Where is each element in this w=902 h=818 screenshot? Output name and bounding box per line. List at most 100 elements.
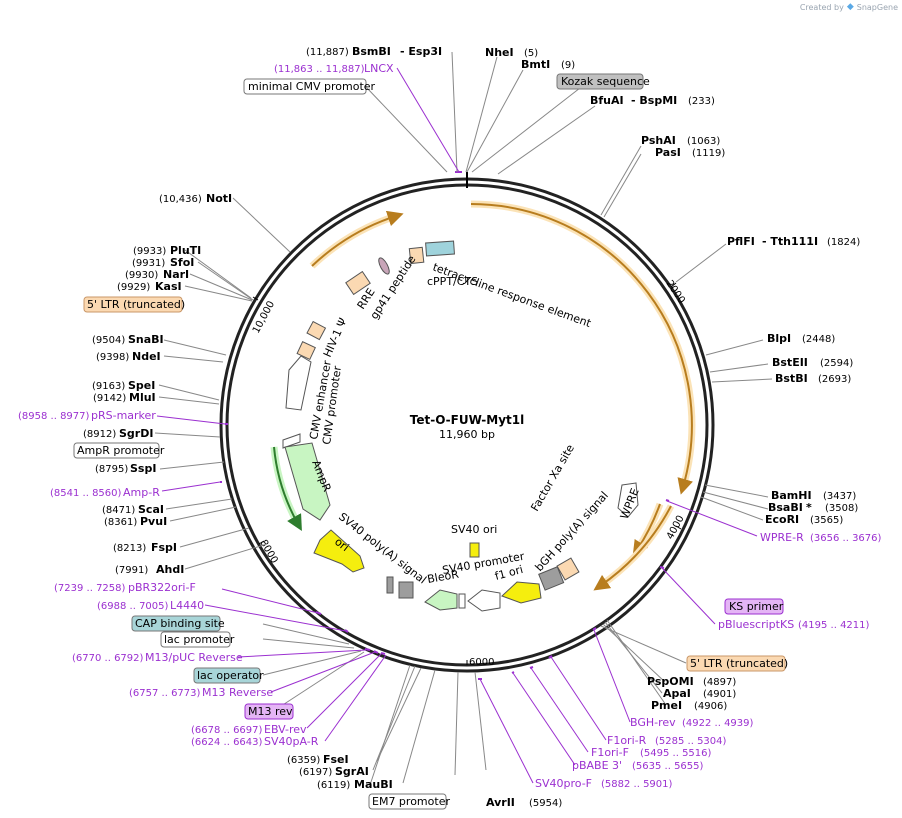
- primer-callouts: [156, 67, 758, 784]
- enzyme-position: (2448): [802, 334, 835, 345]
- enzyme-position: (233): [688, 96, 715, 107]
- enzyme-name: BlpI: [767, 332, 791, 345]
- primer-name: M13 Reverse: [202, 686, 273, 699]
- feature-box-label: minimal CMV promoter: [248, 80, 376, 93]
- primer-name: pBR322ori-F: [128, 581, 196, 594]
- primer-range: (6678 .. 6697): [191, 725, 263, 736]
- enzyme-position: (8795): [95, 464, 128, 475]
- tick-label: 10,000: [251, 299, 277, 335]
- cppt-block: [408, 246, 425, 265]
- primer-name: pRS-marker: [91, 409, 156, 422]
- enzyme-name: BsmBI: [352, 45, 391, 58]
- enzyme-position: (8213): [113, 543, 146, 554]
- enzyme-position: (6359): [287, 755, 320, 766]
- sv40-polya-block-2: [398, 581, 414, 599]
- enzyme-name: PflFI: [727, 235, 755, 248]
- feature-label: gp41 peptide: [368, 253, 419, 322]
- ori-arrow: [313, 529, 365, 573]
- plasmid-size: 11,960 bp: [439, 428, 495, 441]
- enzyme-name: PasI: [655, 146, 681, 159]
- enzyme-position: (9929): [117, 282, 150, 293]
- feature-box-label: EM7 promoter: [372, 795, 450, 808]
- enzyme-position: (4897): [703, 677, 736, 688]
- feature-box-label: CAP binding site: [135, 617, 225, 630]
- primer-name: BGH-rev: [630, 716, 676, 729]
- enzyme-name: ScaI: [138, 503, 164, 516]
- tick-label: 6000: [469, 657, 494, 668]
- feature-box-label: KS primer: [729, 600, 784, 613]
- tre-block: [425, 240, 455, 257]
- enzyme-position: (1119): [692, 148, 725, 159]
- primer-range: (3656 .. 3676): [810, 533, 882, 544]
- primer-range: (8541 .. 8560): [50, 488, 122, 499]
- enzyme-position: (9504): [92, 335, 125, 346]
- primer-name: F1ori-F: [591, 746, 629, 759]
- enzyme-position: (9933): [133, 246, 166, 257]
- enzyme-name: SnaBI: [128, 333, 164, 346]
- enzyme-name: BsaBI: [768, 501, 803, 514]
- enzyme-position: (3565): [810, 515, 843, 526]
- feature-box-label: M13 rev: [248, 705, 293, 718]
- primer-name: pBABE 3': [572, 759, 622, 772]
- bleor-arrow: [424, 589, 458, 611]
- orf-arc-top-left: [311, 210, 404, 267]
- primer-range: (6988 .. 7005): [97, 601, 169, 612]
- credit-prefix: Created by: [799, 2, 844, 12]
- orf-arc-lower: [593, 505, 672, 591]
- feature-label: Factor Xa site: [528, 442, 577, 513]
- wpre-arrow: [617, 482, 639, 518]
- ampr-arrow: [284, 442, 331, 521]
- primer-name: Amp-R: [123, 486, 160, 499]
- enzyme-position: (4906): [694, 701, 727, 712]
- enzyme-name: MluI: [129, 391, 156, 404]
- enzyme-name: - Tth111I: [762, 235, 818, 248]
- enzyme-name: NdeI: [132, 350, 161, 363]
- enzyme-name: BamHI: [771, 489, 812, 502]
- primer-range: (5635 .. 5655): [632, 761, 704, 772]
- primer-name: WPRE-R: [760, 531, 804, 544]
- primer-name: EBV-rev: [264, 723, 307, 736]
- enzyme-position: (6197): [299, 767, 332, 778]
- feature-label: BleoR: [426, 568, 460, 586]
- gp41-peptide-shape: [378, 257, 390, 275]
- enzyme-position: (9): [561, 60, 575, 71]
- enzyme-position: (9931): [132, 258, 165, 269]
- green-orf-arc: [273, 446, 302, 531]
- feature-box-label: Kozak sequence: [561, 75, 650, 88]
- enzyme-name: FseI: [323, 753, 349, 766]
- enzyme-position: (9142): [93, 393, 126, 404]
- ltr-right-block: [556, 557, 580, 581]
- enzyme-position: (10,436): [159, 194, 202, 205]
- enzyme-name: - BspMI: [631, 94, 677, 107]
- primer-name: pBluescriptKS: [718, 618, 794, 631]
- myt1l-orf-arc: [470, 200, 696, 488]
- enzyme-position: (3508): [825, 503, 858, 514]
- primer-range: (7239 .. 7258): [54, 583, 126, 594]
- rre-block: [345, 270, 371, 296]
- enzyme-position: (2693): [818, 374, 851, 385]
- enzyme-position: (1063): [687, 136, 720, 147]
- enzyme-position: (8471): [102, 505, 135, 516]
- enzyme-name: PvuI: [140, 515, 167, 528]
- primer-range: (6770 .. 6792): [72, 653, 144, 664]
- enzyme-position: (11,887): [306, 47, 349, 58]
- em7-block: [458, 593, 466, 609]
- feature-box-label: AmpR promoter: [77, 444, 165, 457]
- enzyme-name: NheI: [485, 46, 514, 59]
- primer-range: (5882 .. 5901): [601, 779, 673, 790]
- hiv-psi-block: [306, 320, 327, 341]
- primer-name: F1ori-R: [607, 734, 647, 747]
- enzyme-name: MauBI: [354, 778, 393, 791]
- enzyme-position: (9163): [92, 381, 125, 392]
- feature-box-label: 5' LTR (truncated): [690, 657, 788, 670]
- enzyme-position: (1824): [827, 237, 860, 248]
- plasmid-name: Tet-O-FUW-Myt1l: [410, 413, 524, 427]
- snapgene-credit: Created by ◆ SnapGene: [800, 2, 898, 12]
- enzyme-name: PmeI: [651, 699, 682, 712]
- primer-range: (5285 .. 5304): [655, 736, 727, 747]
- enzyme-name: BstEII: [772, 356, 808, 369]
- primer-name: SV40pA-R: [264, 735, 319, 748]
- snapgene-logo-icon: ◆: [846, 2, 854, 12]
- credit-brand: SnapGene: [856, 2, 898, 12]
